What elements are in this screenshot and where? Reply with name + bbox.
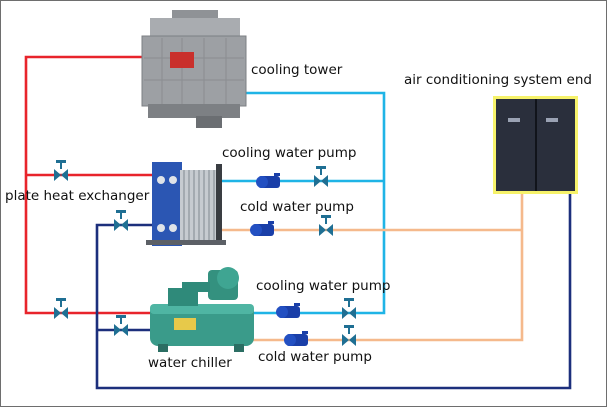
cooling-tower-icon: [141, 10, 247, 128]
blue-pipe-tower-right: [232, 91, 386, 315]
label-ac-end: air conditioning system end: [404, 72, 592, 88]
valve-icon: [114, 315, 128, 336]
valve-icon: [114, 210, 128, 231]
label-plate-hx: plate heat exchanger: [5, 188, 150, 204]
pump-icon: [284, 331, 308, 346]
label-cold-pump-bottom: cold water pump: [258, 349, 372, 365]
valve-icon: [342, 298, 356, 319]
valve-icon: [342, 325, 356, 346]
valve-icon: [314, 166, 328, 187]
label-water-chiller: water chiller: [148, 355, 232, 371]
pump-icon: [256, 173, 280, 188]
labels: cooling tower air conditioning system en…: [5, 62, 592, 371]
label-cold-pump-top: cold water pump: [240, 199, 354, 215]
valve-icon: [319, 215, 333, 236]
pumps: [250, 173, 308, 346]
label-cooling-pump-top: cooling water pump: [222, 145, 356, 161]
peach-pipe-supply: [250, 188, 524, 342]
valve-icon: [54, 160, 68, 181]
plate-heat-exchanger-icon: [146, 162, 226, 246]
label-cooling-tower: cooling tower: [251, 62, 343, 78]
pump-icon: [250, 221, 274, 236]
valves: [54, 160, 356, 346]
valve-icon: [54, 298, 68, 319]
label-cooling-pump-bottom: cooling water pump: [256, 278, 390, 294]
red-pipe-tower-left: [24, 55, 160, 315]
water-chiller-icon: [150, 267, 254, 352]
pump-icon: [276, 303, 300, 318]
ac-unit-icon: [493, 96, 578, 194]
